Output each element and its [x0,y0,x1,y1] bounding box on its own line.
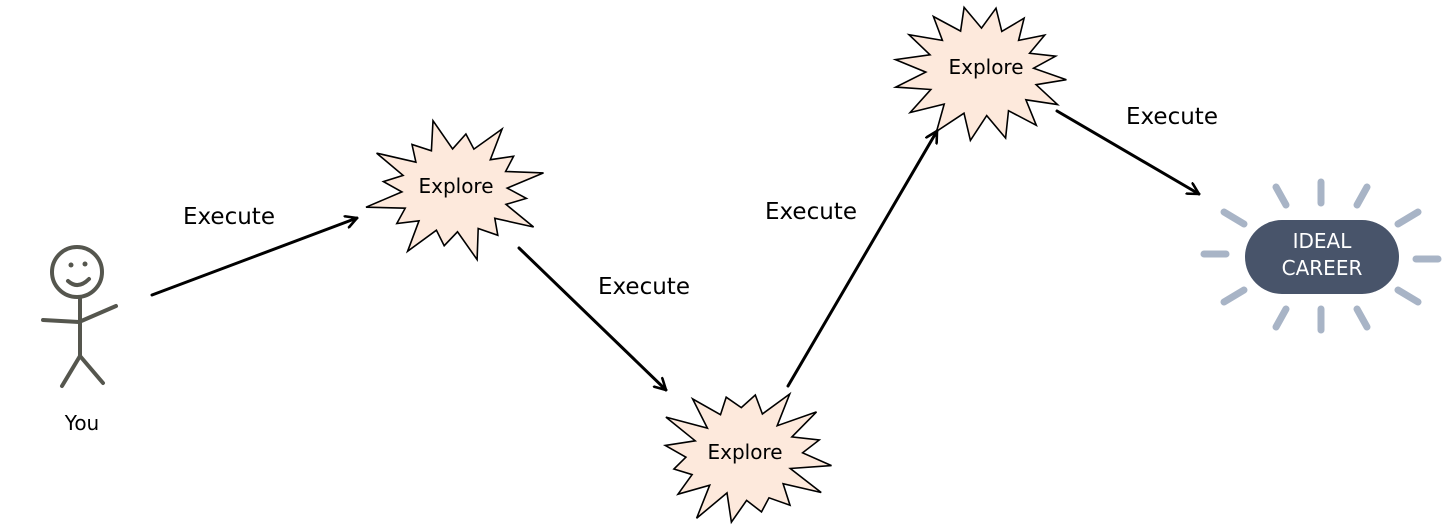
arrow-explore-2-to-explore-3 [786,129,939,388]
explore-burst-3 [892,5,1067,143]
goal-label-line2: CAREER [1281,256,1363,280]
execute-arrows [150,109,1201,392]
arrow-explore-1-to-explore-2 [517,246,668,392]
edge-label-1: Execute [183,204,275,230]
sunburst-rays-icon [1200,178,1442,334]
arrow-explore-3-to-goal [1055,109,1201,196]
arrow-you-to-explore-1 [150,218,359,297]
you-label: You [64,411,100,435]
stick-figure-icon [41,245,118,388]
edge-label-2: Execute [598,274,690,300]
explore-burst-1 [365,118,544,263]
edge-label-3: Execute [765,199,857,225]
edge-label-4: Execute [1126,104,1218,130]
goal-label-line1: IDEAL [1292,229,1352,253]
goal-pill [1245,220,1399,294]
explore-burst-2 [662,391,832,525]
explore-bursts [365,5,1067,525]
explore-label-3: Explore [948,55,1024,79]
explore-label-1: Explore [418,174,494,198]
explore-label-2: Explore [707,440,783,464]
goal-label: IDEAL CAREER [1246,228,1398,282]
